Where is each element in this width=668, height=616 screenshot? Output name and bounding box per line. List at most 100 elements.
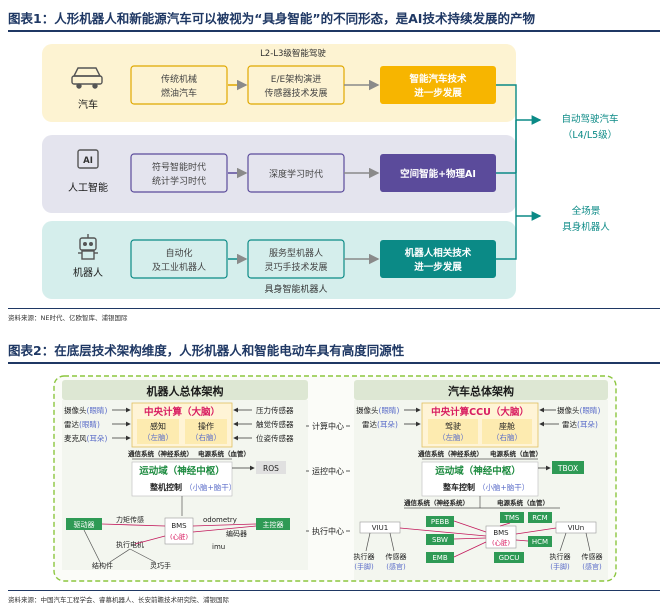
svg-text:SBW: SBW <box>432 536 448 544</box>
car-row-label: 汽车 <box>78 98 98 111</box>
ai-stage1-box <box>130 153 228 193</box>
svg-text:雷达(耳朵): 雷达(耳朵) <box>362 419 398 429</box>
car-drive-label: 驾驶 <box>445 421 461 431</box>
svg-text:传感器: 传感器 <box>582 552 603 561</box>
figure1-diagram: 汽车 AI 人工智能 机器人 传统机械 燃油汽车 L2-L3级智能驾驶 E/E架… <box>42 44 619 299</box>
svg-text:(感官): (感官) <box>582 562 602 571</box>
svg-text:(手脚): (手脚) <box>354 562 374 571</box>
car-drive-box <box>428 419 478 444</box>
car-viu1-label: VIU1 <box>372 524 388 532</box>
car-result-line1: 智能汽车技术 <box>409 73 467 85</box>
robot-force-label: 力矩传感 <box>116 515 144 524</box>
figure1-title-rule <box>8 30 660 32</box>
robot-machine-tag: （小脑+脑干） <box>185 482 236 492</box>
figure2-title: 图表2：在底层技术架构维度，人形机器人和智能电动车具有高度同源性 <box>8 343 405 358</box>
robot-encoder-label: 编码器 <box>226 529 247 538</box>
car-viu1-box <box>359 521 401 534</box>
car-stage1-line1: 传统机械 <box>161 73 197 85</box>
svg-text:执行器: 执行器 <box>354 552 375 561</box>
robot-ros-box <box>256 461 286 474</box>
figure2-source-rule <box>8 590 660 591</box>
output-top-line2: （L4/L5级） <box>563 129 617 141</box>
car-cabin-box <box>482 419 532 444</box>
svg-text:执行器: 执行器 <box>550 552 571 561</box>
car-bottom-labels: 执行器 (手脚) 传感器 (感官) 执行器 (手脚) 传感器 (感官) <box>354 552 603 571</box>
svg-text:PEBB: PEBB <box>431 518 449 526</box>
car-power-label: 电源系统（血管） <box>490 449 542 458</box>
robot-operate-box <box>185 419 227 444</box>
car-ecu-boxes: PEBB SBW EMB TMS RCM HCM GDCU <box>426 512 552 563</box>
robot-right-sensors: 压力传感器 触觉传感器 位姿传感器 <box>256 405 294 443</box>
car-machine-label: 整车控制 <box>442 482 475 492</box>
robot-arch-header-bar <box>62 380 308 400</box>
svg-text:摄像头(眼睛): 摄像头(眼睛) <box>64 405 107 415</box>
robot-stage2-line1: 服务型机器人 <box>269 247 323 259</box>
figure1-source-rule <box>8 308 660 309</box>
robot-arch-header: 机器人总体架构 <box>147 384 224 398</box>
car-stage-note: L2-L3级智能驾驶 <box>260 48 326 59</box>
car-right-sensors: 摄像头(眼睛) 雷达(耳朵) <box>557 405 600 429</box>
robot-machine-label: 整机控制 <box>149 482 182 492</box>
car-viun-box <box>555 521 597 534</box>
car-tbox-label: TBOX <box>557 464 578 473</box>
svg-text:雷达(眼睛): 雷达(眼睛) <box>64 419 100 429</box>
robot-perceive-box <box>137 419 179 444</box>
svg-text:GDCU: GDCU <box>499 554 520 562</box>
figure2-diagram: 机器人总体架构 摄像头(眼睛) 雷达(眼睛) 麦克风(耳朵) 压力传感器 触觉传… <box>53 375 617 582</box>
robot-motion-domain <box>131 461 233 497</box>
svg-text:摄像头(眼睛): 摄像头(眼睛) <box>356 405 399 415</box>
svg-text:EMB: EMB <box>432 554 447 562</box>
robot-odometry-label: odometry <box>203 516 237 524</box>
output-top-line1: 自动驾驶汽车 <box>561 113 618 125</box>
robot-operate-label: 操作 <box>198 421 214 431</box>
robot-result-line1: 机器人相关技术 <box>405 247 472 259</box>
car-icon <box>71 67 103 89</box>
car-viun-label: VIUn <box>568 524 584 532</box>
robot-hand-label: 灵巧手 <box>150 561 171 570</box>
output-connectors <box>496 84 542 260</box>
robot-power-links <box>101 523 257 545</box>
car-result-line2: 进一步发展 <box>414 87 462 99</box>
robot-main-ctrl-box <box>256 518 290 530</box>
figure1-source: 资料来源：NE时代、亿欧智库、浦银国际 <box>8 314 128 322</box>
robot-stage-note: 具身智能机器人 <box>264 283 327 295</box>
car-stage1-line2: 燃油汽车 <box>161 87 197 99</box>
car-arch-header-bar <box>354 380 608 400</box>
robot-comm-label: 通信系统（神经系统） <box>128 449 193 458</box>
svg-text:运控中心: 运控中心 <box>312 466 344 476</box>
svg-text:RCM: RCM <box>532 514 547 522</box>
car-machine-tag: （小脑+脑干） <box>478 482 529 492</box>
robot-imu-label: imu <box>212 543 225 551</box>
svg-text:触觉传感器: 触觉传感器 <box>256 419 294 429</box>
robot-stage1-box <box>130 239 228 279</box>
svg-text:压力传感器: 压力传感器 <box>256 405 294 415</box>
car-central-label: 中央计算CCU（大脑） <box>431 406 529 418</box>
robot-result-box <box>380 240 496 278</box>
robot-driver-label: 驱动器 <box>74 520 95 529</box>
robot-central-label: 中央计算（大脑） <box>144 406 220 418</box>
robot-power-label: 电源系统（血管） <box>198 449 250 458</box>
output-bottom-line2: 具身机器人 <box>562 221 610 233</box>
ai-result-text: 空间智能+物理AI <box>400 168 476 180</box>
car-power-links <box>399 520 557 558</box>
ai-icon: AI <box>77 149 99 169</box>
robot-ros-label: ROS <box>263 464 279 473</box>
car-stage2-line2: 传感器技术发展 <box>264 87 327 99</box>
robot-row-label: 机器人 <box>73 266 103 279</box>
car-tbox-box <box>552 461 584 474</box>
robot-bms-box <box>164 517 194 545</box>
svg-text:计算中心: 计算中心 <box>312 421 344 431</box>
robot-perceive-tag: （左脑） <box>143 432 173 442</box>
robot-motion-label: 运动域（神经中枢） <box>139 465 225 477</box>
robot-stage1-line1: 自动化 <box>165 247 192 259</box>
svg-text:HCM: HCM <box>532 538 548 546</box>
car-comm2-label: 通信系统（神经系统） <box>404 498 469 507</box>
car-power2-label: 电源系统（血管） <box>497 498 549 507</box>
svg-text:执行中心: 执行中心 <box>312 526 344 536</box>
robot-operate-tag: （右脑） <box>191 432 221 442</box>
figure2-source: 资料来源：中国汽车工程学会、睿慕机器人、长安前瞻技术研究院、浦银国际 <box>8 596 229 604</box>
figure2-title-rule <box>8 362 660 364</box>
car-arch-header: 汽车总体架构 <box>448 384 514 398</box>
robot-result-line2: 进一步发展 <box>414 261 462 273</box>
car-result-box <box>380 66 496 104</box>
